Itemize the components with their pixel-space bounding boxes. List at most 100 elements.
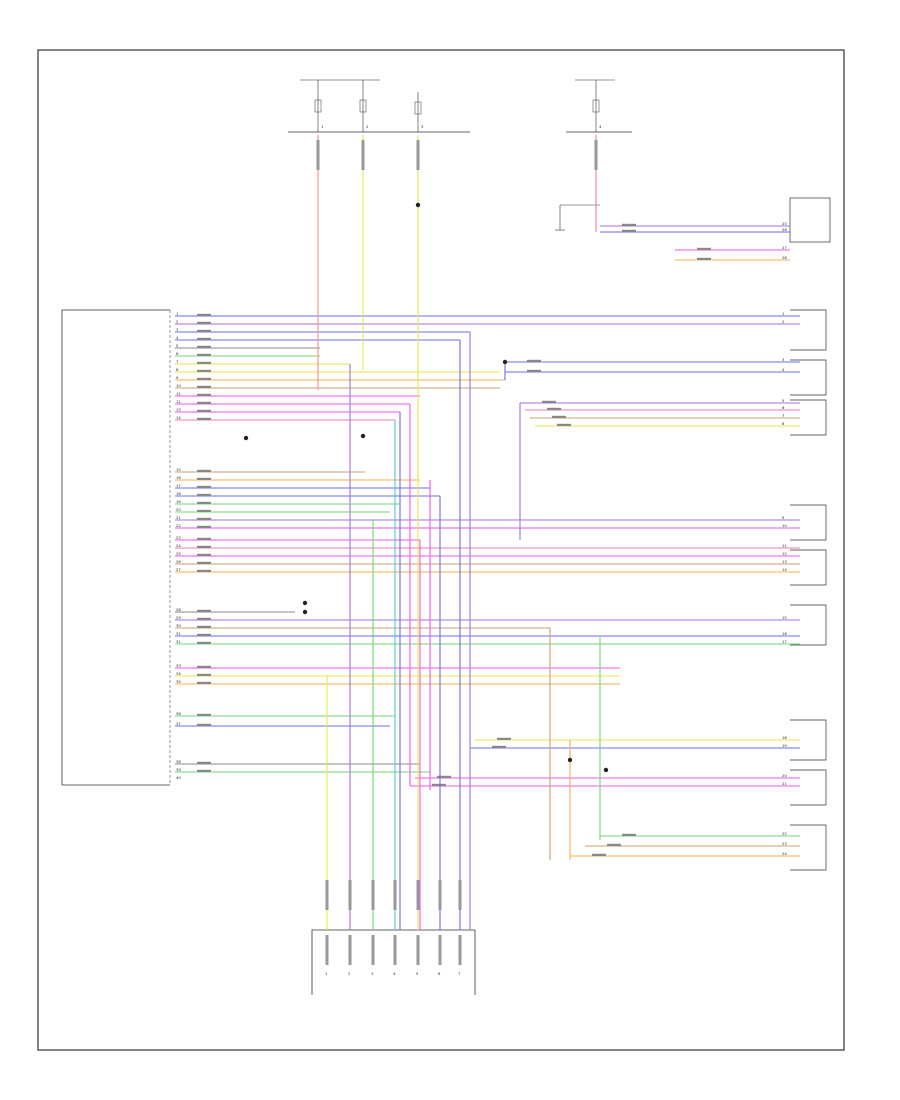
left-pin-40: 40	[176, 775, 181, 780]
wire-label-h-6	[197, 353, 211, 356]
wire-label-h-50	[622, 833, 636, 836]
wire-tag-top-4	[594, 140, 598, 170]
wire-label-h-42	[197, 713, 211, 716]
left-pin-5: 5	[176, 343, 179, 348]
left-pin-26: 26	[176, 559, 181, 564]
bottom-pin-7: 7	[458, 971, 461, 976]
wire-label-h-31	[197, 553, 211, 556]
splice-7	[302, 600, 308, 606]
wire-label-h-44	[497, 737, 511, 740]
left-pin-35: 35	[176, 679, 181, 684]
right-connectors	[789, 197, 831, 871]
left-pin-25: 25	[176, 551, 181, 556]
wire-label-h-36	[197, 625, 211, 628]
wire-label-h-10	[197, 385, 211, 388]
wire-label-h-55	[697, 247, 711, 250]
right-pin-23: 23	[782, 841, 787, 846]
wire-tag-top-3	[416, 140, 420, 170]
right-pin-19: 19	[782, 743, 787, 748]
left-pin-30: 30	[176, 623, 181, 628]
top-pin-2: 2	[366, 124, 369, 129]
right-pin-6: 6	[782, 405, 785, 410]
controller-module-left	[61, 309, 171, 786]
wire-label-h-52	[592, 853, 606, 856]
right-pin-15: 15	[782, 615, 787, 620]
wire-tag-bottom-b-6	[438, 935, 442, 965]
wire-label-h-41	[197, 681, 211, 684]
left-pin-36: 36	[176, 711, 181, 716]
bottom-pin-4: 4	[393, 971, 396, 976]
left-pin-15: 15	[176, 467, 181, 472]
bottom-pin-6: 6	[438, 971, 441, 976]
wire-label-h-9	[197, 377, 211, 380]
right-pin-5: 5	[782, 398, 785, 403]
wire-label-h-38	[197, 641, 211, 644]
wire-label-h-49	[432, 783, 446, 786]
wire-label-h-12	[197, 401, 211, 404]
wire-label-h-40	[197, 673, 211, 676]
wire-label-h-54	[622, 229, 636, 232]
wire-tag-bottom-6	[438, 880, 442, 910]
wire-label-h-13	[197, 409, 211, 412]
right-pin-27: 27	[782, 245, 787, 250]
left-pin-32: 32	[176, 639, 181, 644]
wire-label-h-29	[197, 537, 211, 540]
wire-label-h-20	[557, 423, 571, 426]
wire-label-h-2	[197, 321, 211, 324]
wire-tag-bottom-b-7	[458, 935, 462, 965]
wire-tag-bottom-b-2	[348, 935, 352, 965]
top-pin-3: 3	[421, 124, 424, 129]
wire-label-h-53	[622, 223, 636, 226]
right-pin-18: 18	[782, 735, 787, 740]
wire-tag-bottom-2	[348, 880, 352, 910]
wire-label-h-1	[197, 313, 211, 316]
wire-label-h-48	[437, 775, 451, 778]
right-pin-2: 2	[782, 319, 785, 324]
left-pin-21: 21	[176, 515, 181, 520]
wire-label-h-28	[197, 525, 211, 528]
right-pin-26: 26	[782, 227, 787, 232]
wire-label-h-23	[197, 485, 211, 488]
wire-label-h-17	[542, 400, 556, 403]
wire-label-h-4	[197, 337, 211, 340]
splice-6	[243, 435, 249, 441]
wire-label-h-32	[197, 561, 211, 564]
right-pin-13: 13	[782, 559, 787, 564]
vertical-wires	[316, 135, 601, 965]
wire-label-h-19	[552, 415, 566, 418]
right-pin-24: 24	[782, 851, 787, 856]
left-pin-3: 3	[176, 327, 179, 332]
wire-label-h-30	[197, 545, 211, 548]
bottom-pin-5: 5	[416, 971, 419, 976]
pin-labels: 1234567891011121314151617181920212223242…	[176, 124, 787, 976]
wire-tag-bottom-b-5	[416, 935, 420, 965]
left-pin-27: 27	[176, 567, 181, 572]
wire-label-h-51	[607, 843, 621, 846]
wire-label-h-37	[197, 633, 211, 636]
diagram-frame	[37, 49, 845, 1051]
left-pin-23: 23	[176, 535, 181, 540]
wire-tag-bottom-5	[416, 880, 420, 910]
right-pin-16: 16	[782, 631, 787, 636]
left-pin-39: 39	[176, 767, 181, 772]
wire-label-h-26	[197, 509, 211, 512]
right-pin-9: 9	[782, 515, 785, 520]
bottom-pin-1: 1	[325, 971, 328, 976]
splice-4	[567, 757, 573, 763]
splice-1	[415, 202, 421, 208]
wire-label-h-47	[197, 769, 211, 772]
splice-8	[302, 609, 308, 615]
wire-tag-bottom-3	[371, 880, 375, 910]
left-pin-12: 12	[176, 399, 181, 404]
right-pin-7: 7	[782, 413, 785, 418]
wire-tag-bottom-1	[325, 880, 329, 910]
left-pin-10: 10	[176, 383, 181, 388]
left-pin-1: 1	[176, 311, 179, 316]
left-pin-4: 4	[176, 335, 179, 340]
left-pin-6: 6	[176, 351, 179, 356]
wire-label-h-8	[197, 369, 211, 372]
right-pin-28: 28	[782, 255, 787, 260]
fuse-block-left	[288, 79, 470, 133]
left-pin-11: 11	[176, 391, 181, 396]
